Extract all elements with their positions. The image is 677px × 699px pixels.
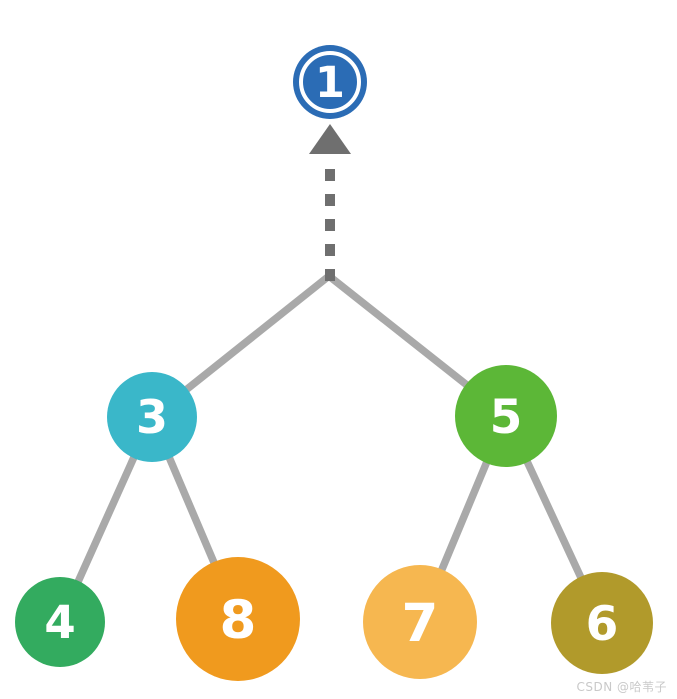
node-4-circle [15, 577, 105, 667]
node-6: 6 [551, 572, 653, 674]
node-8-label: 8 [220, 590, 257, 651]
node-1: 1 [293, 45, 367, 119]
node-6-circle [551, 572, 653, 674]
node-4-label: 4 [44, 596, 75, 649]
node-3-label: 3 [136, 390, 168, 444]
node-7-circle [363, 565, 477, 679]
node-4: 4 [15, 577, 105, 667]
node-7: 7 [363, 565, 477, 679]
node-5: 5 [455, 365, 557, 467]
node-8: 8 [176, 557, 300, 681]
pop-arrow-head-icon [309, 124, 351, 154]
node-1-label: 1 [315, 58, 345, 108]
node-7-label: 7 [402, 593, 439, 654]
node-5-label: 5 [490, 390, 523, 445]
watermark: CSDN @哈苇子 [576, 680, 667, 694]
node-1-circle [293, 45, 367, 119]
node-5-circle [455, 365, 557, 467]
node-1-ring [299, 51, 361, 113]
node-3: 3 [107, 372, 197, 462]
pop-arrow [309, 124, 351, 281]
node-8-circle [176, 557, 300, 681]
node-3-circle [107, 372, 197, 462]
node-6-label: 6 [586, 597, 619, 652]
